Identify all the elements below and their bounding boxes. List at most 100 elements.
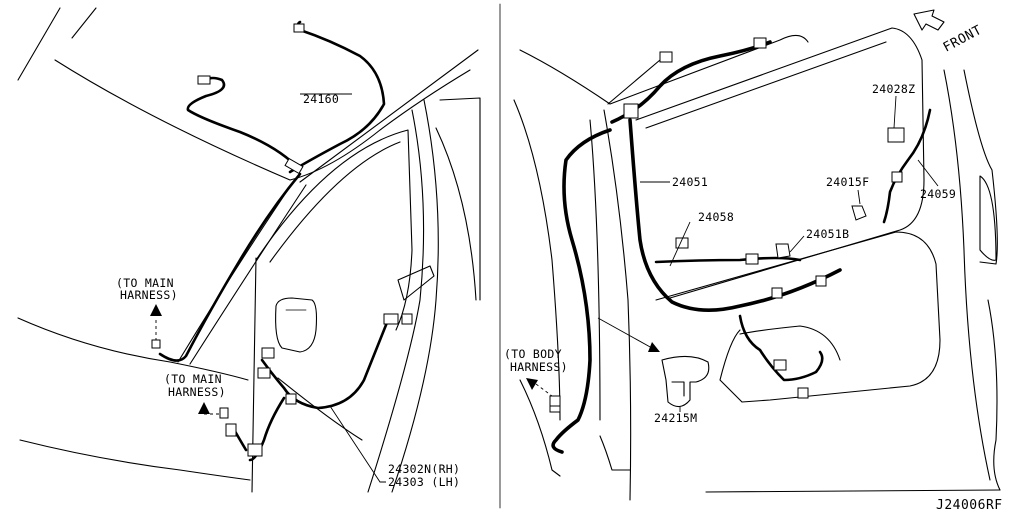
dash-to-body (535, 383, 553, 397)
clip-24015f (851, 205, 867, 221)
connector-24058-2 (745, 253, 759, 265)
roof-edge-2 (299, 49, 479, 183)
leader-24051b (789, 235, 805, 253)
callout-24051: 24051 (672, 175, 708, 189)
connector-24058-5 (773, 359, 787, 371)
leader-24302n (329, 405, 386, 483)
connector-24058-3 (771, 287, 783, 299)
door-window-frame (255, 129, 413, 331)
leader-24015f (857, 189, 861, 205)
callout-24051b: 24051B (806, 227, 849, 241)
door-handle (397, 265, 435, 301)
harness-24160-branch (186, 20, 302, 172)
connector-24051-pillar (623, 103, 639, 119)
arrow-up-icon (150, 304, 162, 316)
left-panel-illustration (17, 7, 481, 493)
callout-24028z: 24028Z (872, 82, 915, 96)
rear-quarter (513, 99, 561, 421)
connector-to-body (549, 395, 561, 407)
callout-to-body-harness-line2: HARNESS) (510, 360, 568, 374)
callout-to-body-harness-line1: (TO BODY (504, 347, 562, 361)
connector-24051-roof-r (753, 37, 767, 49)
connector-door-3 (261, 347, 275, 359)
rear-roof-line (519, 34, 809, 105)
license-plate-recess (739, 325, 841, 361)
harness-24058 (654, 256, 824, 382)
door-rear-edge (367, 109, 425, 493)
bumper-right (987, 299, 1001, 491)
connector-door-4 (257, 367, 271, 379)
rear-glass (635, 27, 925, 299)
connector-door-2 (401, 313, 413, 325)
callout-24015f: 24015F (826, 175, 869, 189)
rear-lamp (979, 175, 997, 261)
rear-glass-inner (645, 41, 887, 129)
harness-24302n-24303 (230, 318, 390, 462)
harness-24160 (158, 28, 386, 362)
c-pillar-outer (603, 109, 632, 501)
hood-line (17, 317, 249, 381)
clip-24051b (775, 243, 791, 259)
connector-24028z (887, 127, 905, 143)
back-door-lower (705, 489, 1001, 493)
callout-24059: 24059 (920, 187, 956, 201)
a-pillar-outer (177, 177, 297, 363)
leader-24059 (917, 159, 939, 187)
leader-24058 (669, 221, 691, 267)
connector-24160-left (197, 75, 211, 85)
rear-body-2 (435, 127, 477, 301)
arrow-up-icon (198, 402, 210, 414)
leader-24215m-arrow (597, 317, 653, 349)
connector-24059 (891, 171, 903, 183)
harness-24051-roof (610, 40, 772, 124)
roof-curve (54, 59, 471, 181)
callout-24215m: 24215M (654, 411, 697, 425)
wheel-arch-2 (599, 435, 631, 471)
labels: 24160 (TO MAIN HARNESS) (TO MAIN HARNESS… (116, 23, 1002, 512)
back-door-panel (655, 231, 941, 403)
back-door-right-edge (943, 69, 991, 481)
callout-24302n: 24302N(RH) (388, 462, 460, 476)
callout-24058: 24058 (698, 210, 734, 224)
harness-24051-pillar (628, 118, 842, 312)
connector-24051-top (659, 51, 673, 63)
connector-main-1 (151, 339, 161, 349)
windshield-line (71, 7, 97, 39)
callout-to-main-harness-2-line1: (TO MAIN (164, 372, 222, 386)
rear-body-1 (439, 97, 481, 301)
callout-24303: 24303 (LH) (388, 475, 460, 489)
arrow-right-icon (648, 342, 660, 352)
door-window-frame-inner (269, 141, 401, 263)
connector-24058-6 (797, 387, 809, 399)
connector-door-7 (247, 443, 263, 457)
fender-line (19, 439, 251, 481)
door-lower-trim (277, 377, 363, 441)
connector-24058-1 (675, 237, 689, 249)
connector-door-5 (285, 393, 297, 405)
grommet-24160 (284, 157, 304, 175)
windshield-top-edge (17, 7, 61, 81)
harness-24051 (551, 128, 612, 454)
rear-roof-line-2 (607, 59, 661, 105)
arrow-left-icon (526, 378, 538, 390)
callout-24160: 24160 (303, 92, 339, 106)
connector-24058-4 (815, 275, 827, 287)
rear-right-body (963, 69, 998, 265)
front-label: FRONT (941, 23, 985, 56)
part-24215m (661, 355, 710, 408)
callout-to-main-harness-2-line2: HARNESS) (168, 385, 226, 399)
connector-door-6 (225, 423, 237, 437)
side-mirror (275, 297, 318, 353)
connector-24160-top (293, 23, 305, 33)
front-arrow-icon (913, 9, 945, 31)
part-24215m-inner (671, 381, 685, 397)
connector-main-2 (219, 407, 229, 419)
right-panel-illustration (513, 9, 1001, 501)
callout-to-main-harness-1-line1: (TO MAIN (116, 276, 174, 290)
connector-door-1 (383, 313, 399, 325)
leader-24028z (893, 95, 897, 129)
b-pillar (391, 99, 439, 493)
c-pillar-inner (589, 119, 601, 421)
